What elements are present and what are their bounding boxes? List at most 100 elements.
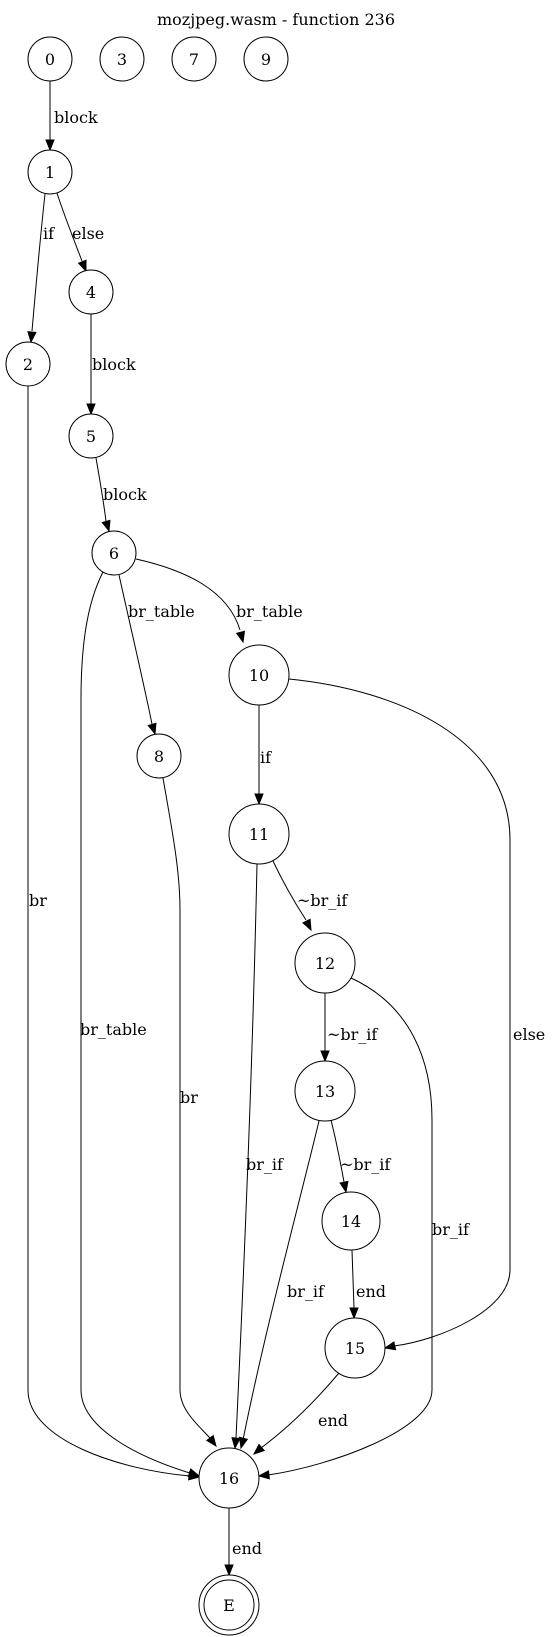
edge-line: [288, 678, 511, 1347]
edge-label: end: [356, 1282, 386, 1301]
node-circle: [294, 1060, 356, 1122]
node-circle: [99, 36, 145, 82]
arrowhead-icon: [339, 1180, 349, 1194]
node-1: 1: [27, 149, 73, 195]
node-label: 3: [117, 50, 127, 69]
node-10: 10: [228, 644, 290, 706]
node-label: E: [223, 1596, 235, 1615]
node-label: 2: [23, 355, 33, 374]
node-label: 5: [86, 427, 96, 446]
edge-label: block: [54, 108, 98, 127]
edge-line: [162, 777, 211, 1439]
node-2: 2: [5, 341, 51, 387]
edge-label: block: [103, 485, 147, 504]
node-circle: [68, 413, 114, 459]
edge-2-16: br: [27, 386, 201, 1481]
edge-label: ~br_if: [297, 891, 348, 910]
edge-line: [330, 1119, 345, 1183]
node-circle: [5, 341, 51, 387]
edge-label: block: [92, 355, 136, 374]
node-label: 4: [86, 283, 96, 302]
edge-line: [135, 558, 241, 631]
node-circle: [91, 530, 137, 576]
node-label: 14: [341, 1212, 361, 1231]
node-circle: [171, 36, 217, 82]
edge-12-16: br_if: [257, 977, 470, 1480]
node-label: 11: [249, 825, 269, 844]
node-label: 8: [154, 747, 164, 766]
edge-11-12: ~br_if: [272, 860, 348, 932]
node-inner-circle: [203, 1579, 255, 1631]
edge-label: br_table: [128, 602, 195, 621]
node-7: 7: [171, 36, 217, 82]
edge-line: [235, 863, 258, 1439]
edge-4-5: block: [86, 314, 136, 416]
node-circle: [27, 36, 73, 82]
edge-label: else: [72, 224, 104, 243]
node-4: 4: [68, 269, 114, 315]
edge-10-11: if: [254, 705, 272, 806]
edge-5-6: block: [95, 457, 147, 533]
edge-label: end: [232, 1539, 262, 1558]
edge-line: [31, 193, 46, 332]
arrowhead-icon: [231, 1437, 241, 1450]
edge-label: br: [180, 1088, 198, 1107]
node-label: 13: [315, 1082, 335, 1101]
arrowhead-icon: [383, 1341, 397, 1351]
node-13: 13: [294, 1060, 356, 1122]
edge-1-4: else: [56, 192, 104, 273]
edge-12-13: ~br_if: [320, 993, 378, 1063]
arrowhead-icon: [188, 1471, 201, 1481]
node-11: 11: [228, 803, 290, 865]
node-label: 1: [45, 163, 55, 182]
edge-line: [267, 977, 433, 1476]
edge-14-15: end: [349, 1249, 386, 1320]
graph-title: mozjpeg.wasm - function 236: [157, 10, 395, 29]
arrowhead-icon: [101, 519, 111, 533]
edge-label: if: [260, 748, 272, 767]
node-circle: [136, 733, 182, 779]
edge-line: [27, 386, 191, 1477]
node-circle: [228, 803, 290, 865]
arrowhead-icon: [86, 403, 96, 416]
node-label: 10: [249, 666, 269, 685]
node-label: 16: [219, 1469, 239, 1488]
edge-line: [242, 1120, 320, 1441]
node-circle: [27, 149, 73, 195]
edges-layer: block if else block block br_table br_table br_…: [27, 81, 545, 1577]
node-circle: [243, 36, 289, 82]
edge-label: br: [29, 891, 47, 910]
node-circle: [321, 1191, 381, 1251]
node-14: 14: [321, 1191, 381, 1251]
edge-label: br_table: [236, 602, 303, 621]
arrowhead-icon: [224, 1564, 234, 1577]
edge-13-14: ~br_if: [330, 1119, 391, 1194]
edge-label: br_if: [287, 1282, 325, 1301]
edge-11-16: br_if: [231, 863, 284, 1450]
node-E: E: [198, 1574, 260, 1636]
arrowhead-icon: [147, 722, 157, 736]
edge-10-15: else: [288, 678, 545, 1351]
node-label: 12: [315, 954, 335, 973]
node-circle: [198, 1447, 260, 1509]
edge-line: [272, 860, 307, 921]
arrowhead-icon: [45, 139, 55, 152]
edge-label: else: [513, 1025, 545, 1044]
edge-label: ~br_if: [340, 1155, 391, 1174]
edge-15-16: end: [252, 1372, 348, 1455]
edge-13-16: br_if: [238, 1120, 325, 1450]
arrowhead-icon: [257, 1470, 270, 1480]
node-label: 15: [345, 1339, 365, 1358]
node-6: 6: [91, 530, 137, 576]
edge-label: br_if: [246, 1155, 284, 1174]
node-12: 12: [294, 932, 356, 994]
edge-label: br_table: [80, 1020, 147, 1039]
edge-label: br_if: [432, 1220, 470, 1239]
arrowhead-icon: [27, 331, 37, 344]
edge-label: ~br_if: [327, 1025, 378, 1044]
edge-16-E: end: [224, 1508, 262, 1577]
node-9: 9: [243, 36, 289, 82]
edge-line: [56, 192, 83, 262]
